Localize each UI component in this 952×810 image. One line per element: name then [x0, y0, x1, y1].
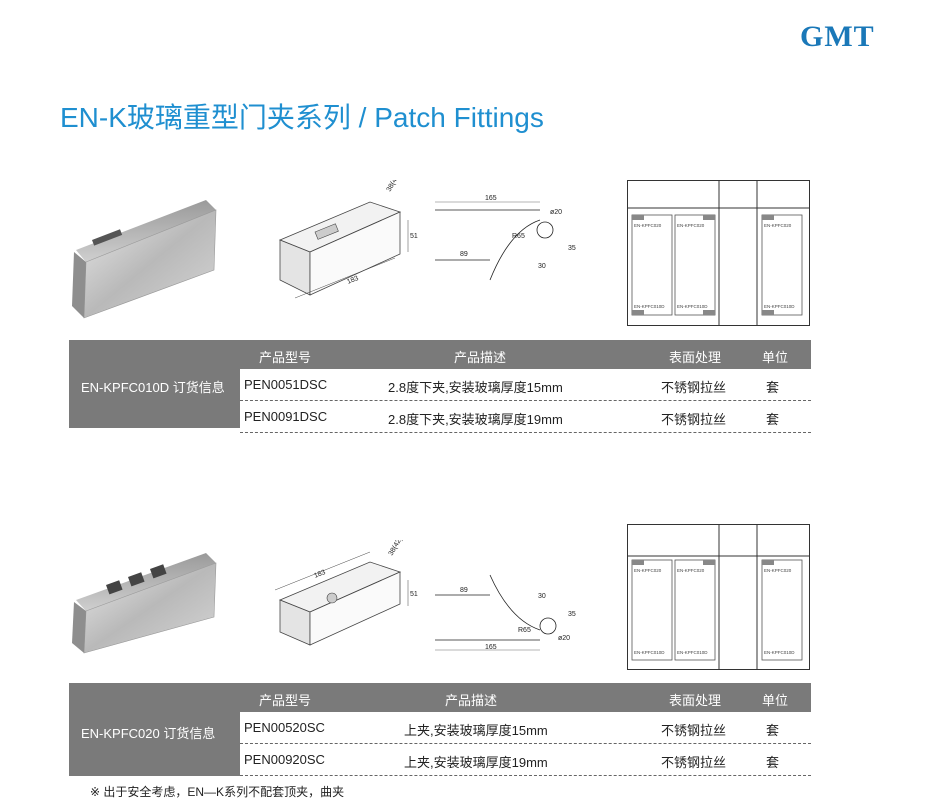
table-header: 产品型号 产品描述 表面处理 单位: [69, 340, 811, 369]
cell-unit: 套: [766, 723, 780, 738]
header-description: 产品描述: [454, 350, 507, 365]
door-layout-diagram-1: EN-KPFC020 EN-KPFC020 EN-KPFC020 EN-KPFC…: [627, 180, 810, 326]
product-photo-lower-patch: [66, 190, 226, 320]
dim-89: 89: [460, 587, 468, 594]
diagram-label: EN-KPFC020: [764, 568, 792, 573]
diagram-label: EN-KPFC010D: [634, 304, 665, 309]
section-name: EN-KPFC020 订货信息: [81, 726, 216, 741]
cell-unit: 套: [766, 755, 780, 770]
dim-30: 30: [538, 593, 546, 600]
cell-finish: 不锈钢拉丝: [661, 723, 727, 738]
product-photo-upper-patch: [66, 545, 226, 655]
dim-165: 165: [485, 195, 497, 202]
header-model: 产品型号: [259, 693, 312, 708]
brand-logo: GMT: [800, 20, 875, 53]
cell-description: 上夹,安装玻璃厚度19mm: [404, 755, 548, 770]
header-description: 产品描述: [445, 693, 498, 708]
dim-183: 183: [346, 275, 360, 286]
cell-description: 2.8度下夹,安装玻璃厚度19mm: [388, 412, 563, 427]
dim-hole: ø20: [550, 209, 562, 216]
table-row: PEN0051DSC 2.8度下夹,安装玻璃厚度15mm 不锈钢拉丝 套: [240, 369, 811, 401]
dim-30: 30: [538, 263, 546, 270]
dim-165: 165: [485, 644, 497, 651]
dim-38: 38(42): [388, 540, 404, 557]
diagram-label: EN-KPFC020: [634, 568, 662, 573]
diagram-label: EN-KPFC010D: [677, 304, 708, 309]
table-row: PEN00520SC 上夹,安装玻璃厚度15mm 不锈钢拉丝 套: [240, 712, 811, 744]
diagram-label: EN-KPFC010D: [764, 304, 795, 309]
order-table-2: EN-KPFC020 订货信息 产品型号 产品描述 表面处理 单位 PEN005…: [69, 683, 811, 776]
top-view-drawing-2: 165 89 R65 ø20 35 30: [430, 570, 580, 660]
dim-51: 51: [410, 233, 418, 240]
dim-89: 89: [460, 251, 468, 258]
top-view-drawing-1: 165 89 R65 ø20 35 30: [430, 190, 580, 290]
cell-unit: 套: [766, 380, 780, 395]
diagram-label: EN-KPFC010D: [764, 650, 795, 655]
cell-finish: 不锈钢拉丝: [661, 412, 727, 427]
order-table-1: EN-KPFC010D 订货信息 产品型号 产品描述 表面处理 单位 PEN00…: [69, 340, 811, 433]
header-unit: 单位: [762, 350, 789, 365]
cell-model: PEN00920SC: [244, 752, 325, 767]
table-row: PEN0091DSC 2.8度下夹,安装玻璃厚度19mm 不锈钢拉丝 套: [240, 401, 811, 433]
dim-183: 183: [313, 569, 327, 580]
header-model: 产品型号: [259, 350, 312, 365]
table-header: 产品型号 产品描述 表面处理 单位: [69, 683, 811, 712]
isometric-drawing-1: 183 51 38(42): [270, 180, 420, 315]
safety-note: ※ 出于安全考虑，EN—K系列不配套顶夹，曲夹: [90, 785, 345, 799]
dim-38: 38(42): [386, 180, 402, 193]
cell-unit: 套: [766, 412, 780, 427]
diagram-label: EN-KPFC010D: [677, 650, 708, 655]
dim-35: 35: [568, 611, 576, 618]
cell-model: PEN0051DSC: [244, 377, 328, 392]
section-name: EN-KPFC010D 订货信息: [81, 380, 225, 395]
page-title: EN-K玻璃重型门夹系列 / Patch Fittings: [60, 102, 544, 133]
table-row: PEN00920SC 上夹,安装玻璃厚度19mm 不锈钢拉丝 套: [240, 744, 811, 776]
cell-finish: 不锈钢拉丝: [661, 380, 727, 395]
dim-hole: ø20: [558, 635, 570, 642]
dim-51: 51: [410, 591, 418, 598]
diagram-label: EN-KPFC020: [677, 223, 705, 228]
dim-r65: R65: [512, 233, 525, 240]
dim-35: 35: [568, 245, 576, 252]
header-finish: 表面处理: [669, 693, 722, 708]
header-unit: 单位: [762, 693, 789, 708]
cell-description: 2.8度下夹,安装玻璃厚度15mm: [388, 380, 563, 395]
diagram-label: EN-KPFC010D: [634, 650, 665, 655]
cell-finish: 不锈钢拉丝: [661, 755, 727, 770]
door-layout-diagram-2: EN-KPFC020 EN-KPFC020 EN-KPFC020 EN-KPFC…: [627, 524, 810, 670]
isometric-drawing-2: 183 51 38(42): [270, 540, 420, 650]
diagram-label: EN-KPFC020: [634, 223, 662, 228]
cell-model: PEN0091DSC: [244, 409, 328, 424]
cell-model: PEN00520SC: [244, 720, 325, 735]
dim-r65: R65: [518, 627, 531, 634]
diagram-label: EN-KPFC020: [764, 223, 792, 228]
cell-description: 上夹,安装玻璃厚度15mm: [404, 723, 548, 738]
diagram-label: EN-KPFC020: [677, 568, 705, 573]
header-finish: 表面处理: [669, 350, 722, 365]
